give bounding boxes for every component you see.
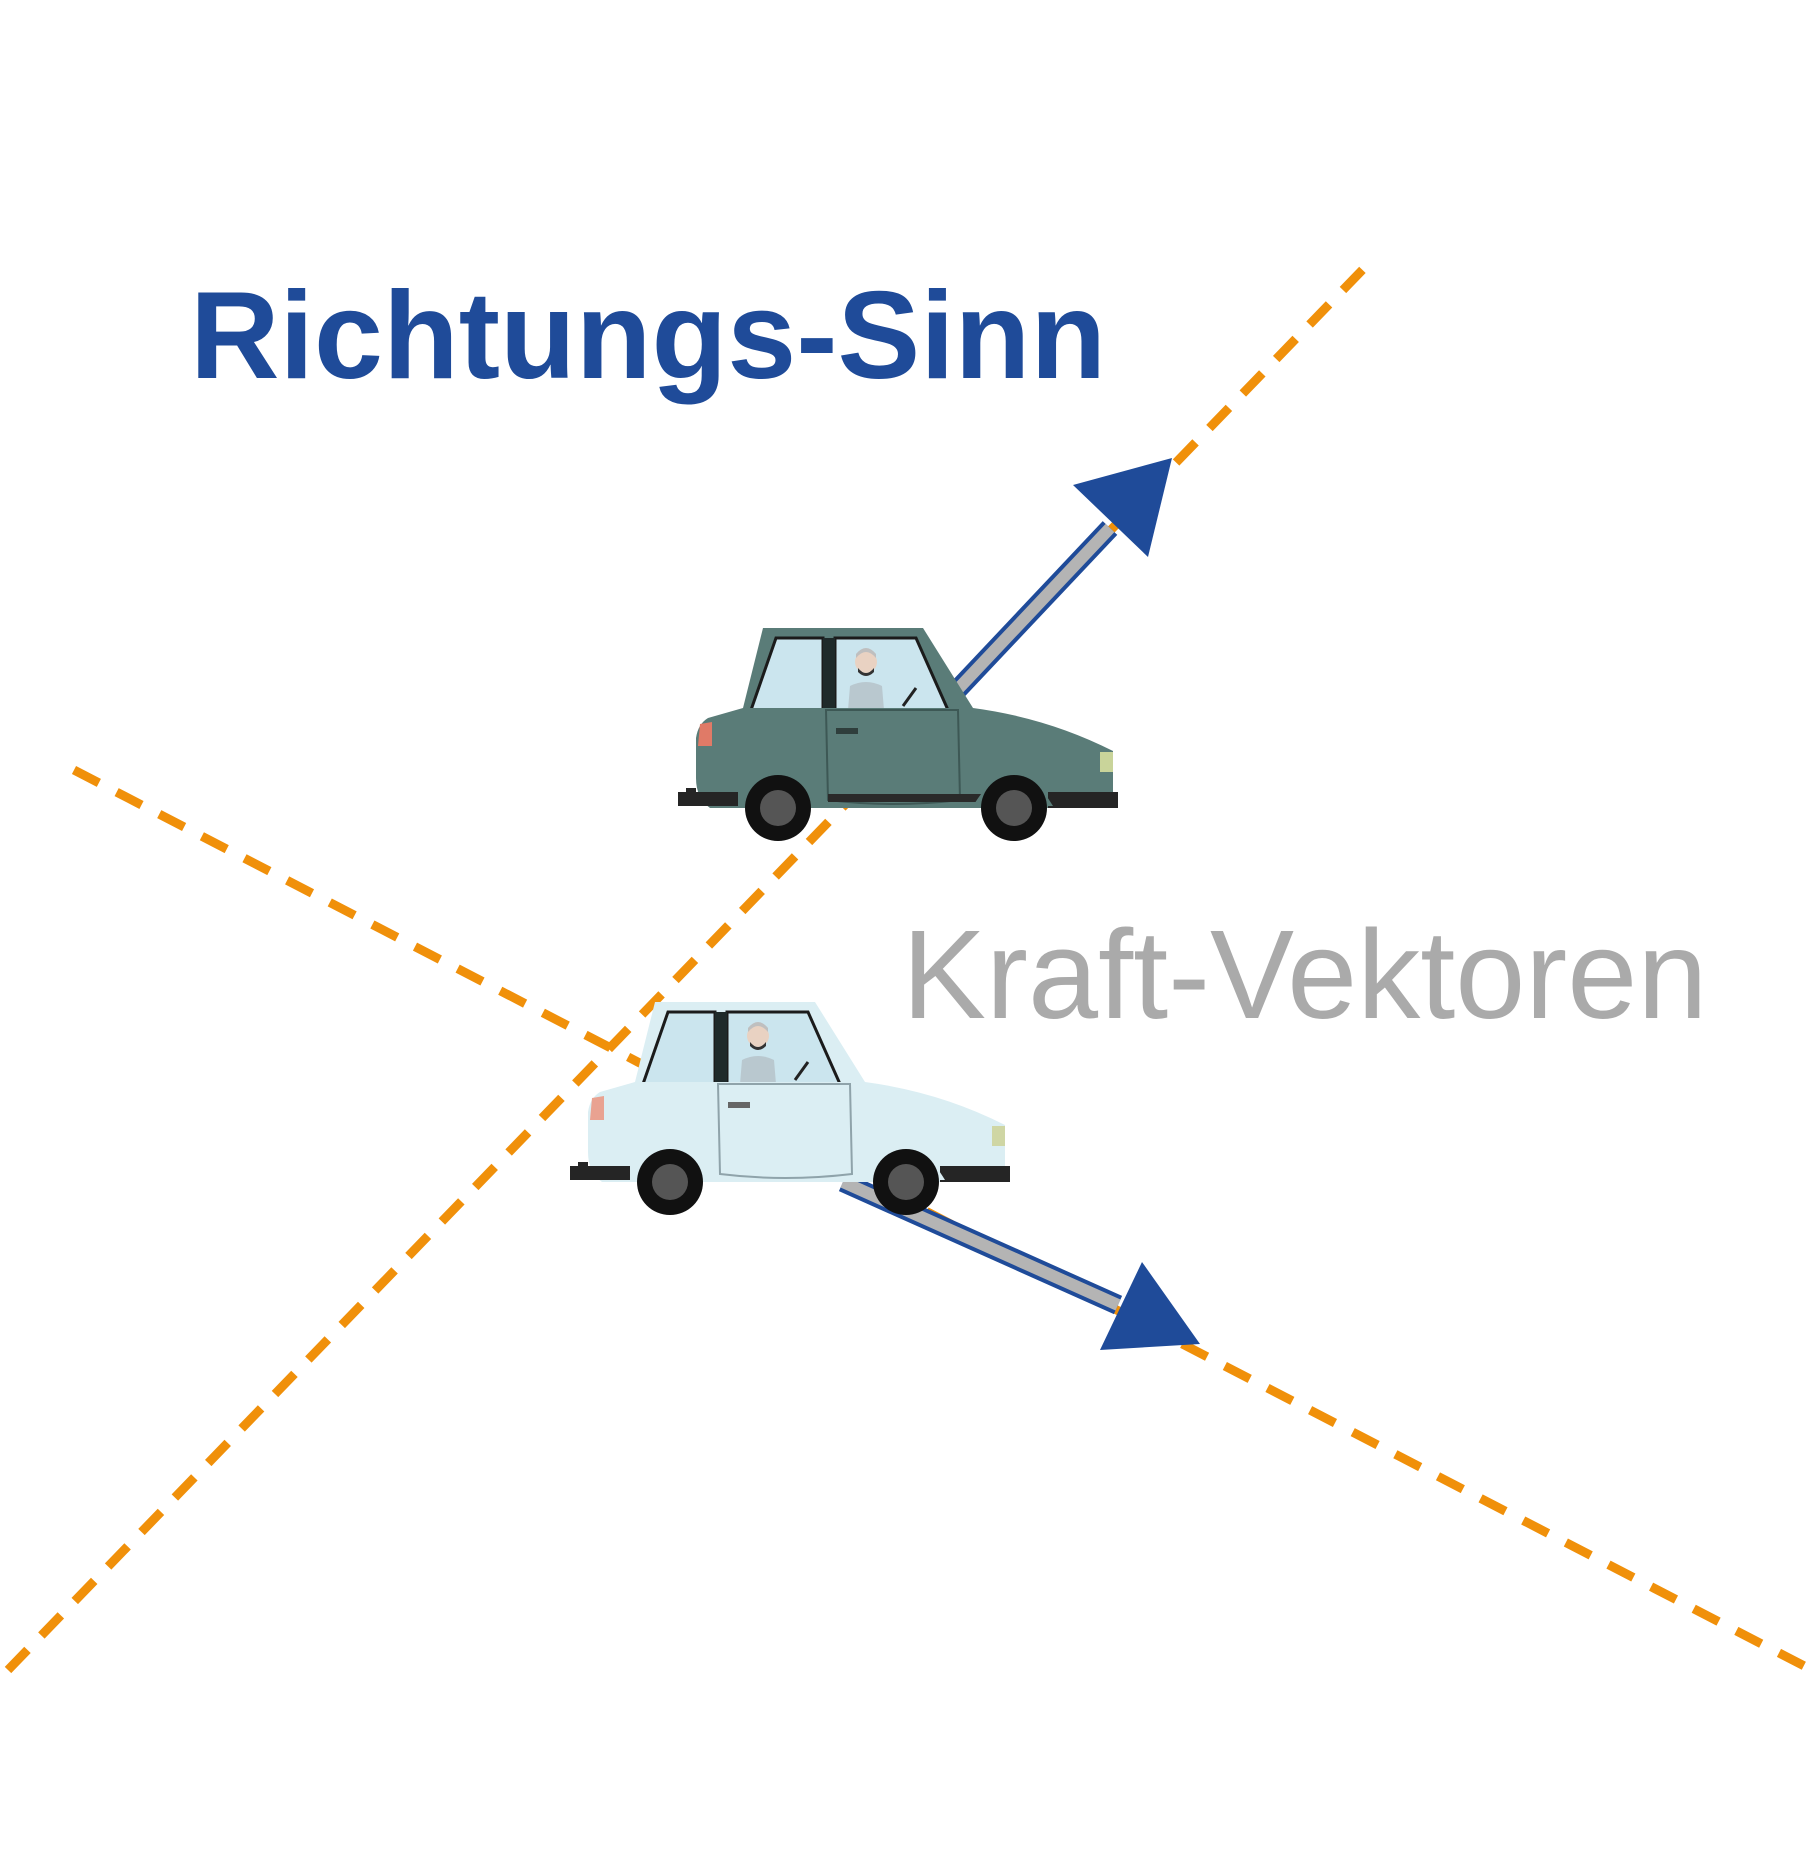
car-icon [678, 628, 1118, 841]
person-icon [848, 648, 918, 710]
person-icon [740, 1022, 810, 1084]
title: Richtungs-Sinn [190, 267, 1106, 405]
arrowhead-up-right [1073, 458, 1172, 557]
car-icon [570, 1002, 1010, 1215]
force-arrow-up-right [935, 458, 1172, 712]
arrowhead-down-right [1100, 1262, 1200, 1350]
subtitle: Kraft-Vektoren [902, 904, 1707, 1045]
